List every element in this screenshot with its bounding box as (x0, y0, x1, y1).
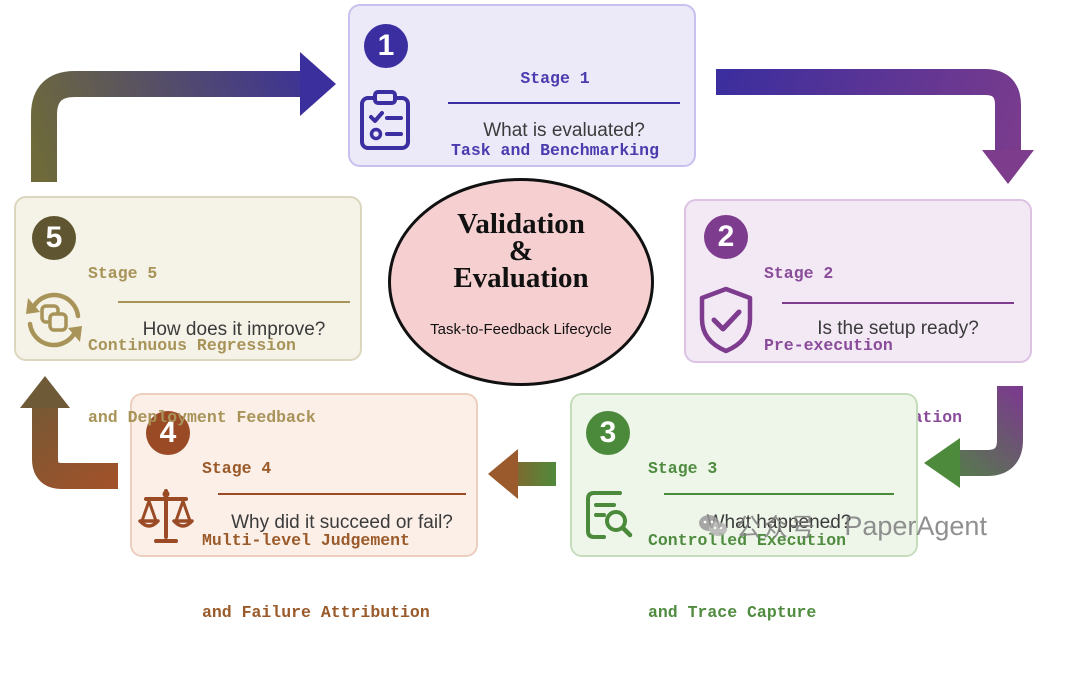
stage-number-badge: 1 (364, 24, 408, 68)
stage-divider (448, 102, 680, 104)
stage-number-badge: 5 (32, 216, 76, 260)
stage-1-card: 1 Stage 1 Task and Benchmarking Groundin… (348, 4, 696, 232)
center-subtitle: Task-to-Feedback Lifecycle (430, 321, 612, 338)
stage-title-line: and Failure Attribution (202, 603, 430, 622)
stage-divider (782, 302, 1014, 304)
stage-number-badge: 4 (146, 411, 190, 455)
stage-title-line: Controlled Execution (648, 531, 847, 550)
center-lifecycle-ellipse: Validation & Evaluation Task-to-Feedback… (388, 178, 654, 386)
stage-divider (218, 493, 466, 495)
watermark-account: PaperAgent (844, 510, 987, 541)
stage-number-badge: 3 (586, 411, 630, 455)
stage-number-badge: 2 (704, 215, 748, 259)
flow-arrows (20, 52, 1034, 499)
stage-title: Stage 5 Continuous Regression and Deploy… (88, 214, 316, 478)
clipboard-checklist-icon (360, 90, 410, 150)
arrow-2-to-3 (924, 386, 1023, 488)
stage-2-card: 2 Stage 2 Pre-execution Readiness Valida… (684, 199, 1032, 427)
shield-check-icon (699, 286, 753, 354)
watermark-separator: · (827, 513, 835, 538)
stage-divider (664, 493, 894, 495)
stage-label: Stage 3 (648, 459, 718, 478)
stage-title-line: and Trace Capture (648, 603, 817, 622)
center-title-line: Evaluation (453, 262, 589, 294)
stage-title-line: Continuous Regression (88, 336, 296, 355)
stage-label: Stage 2 (764, 264, 834, 283)
balance-scale-icon (138, 489, 194, 543)
stage-title-line: Pre-execution (764, 336, 893, 355)
stage-question: What happened? (706, 512, 852, 533)
document-search-icon (586, 491, 633, 539)
center-title-line: Validation (457, 208, 585, 240)
stage-title-line: and Deployment Feedback (88, 408, 316, 427)
refresh-chat-icon (26, 292, 82, 348)
watermark: 公众号 · PaperAgent (698, 506, 987, 546)
stage-question: How does it improve? (142, 319, 326, 340)
stage-3-card: 3 Stage 3 Controlled Execution and Trace… (570, 393, 918, 622)
stage-divider (118, 301, 350, 303)
stage-title-line: Multi-level Judgement (202, 531, 410, 550)
arrow-4-to-5 (20, 376, 118, 489)
arrow-5-to-1 (31, 52, 336, 182)
arrow-3-to-4 (488, 449, 556, 499)
stage-question: Why did it succeed or fail? (231, 512, 453, 533)
stage-question: What is evaluated? (483, 120, 645, 141)
center-title-line: & (508, 235, 534, 267)
wechat-icon (699, 515, 727, 536)
stage-5-card: 5 Stage 5 Continuous Regression and Depl… (14, 196, 362, 427)
arrow-1-to-2 (716, 69, 1034, 184)
watermark-platform: 公众号 (736, 514, 818, 542)
center-title: Validation & Evaluation (391, 208, 651, 294)
stage-label: Stage 5 (88, 264, 158, 283)
stage-label: Stage 1 (520, 69, 590, 88)
stage-title-line: Task and Benchmarking (451, 141, 659, 160)
stage-question: Is the setup ready? (817, 318, 979, 339)
stage-label: Stage 4 (202, 459, 272, 478)
